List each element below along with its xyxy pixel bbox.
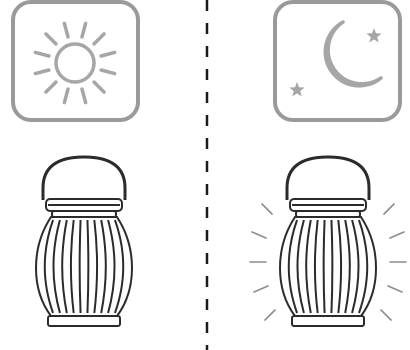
lantern-rib (352, 220, 358, 313)
day-icon-tile (13, 2, 138, 120)
glow-ray (254, 286, 268, 292)
sun-ray (101, 52, 115, 56)
lantern-rib (289, 220, 297, 313)
lantern-rib (53, 220, 59, 313)
lantern-rib (115, 220, 123, 313)
moon-with-stars-icon (289, 22, 381, 97)
lantern-base (292, 316, 364, 326)
sun-ray (94, 34, 104, 44)
lantern-rib (338, 220, 341, 313)
lantern-rib (297, 220, 303, 313)
lantern-rib (315, 220, 318, 313)
glow-ray (265, 310, 275, 320)
lantern-base (48, 316, 120, 326)
lantern-handle (43, 157, 125, 200)
sun-ray (64, 23, 68, 37)
lantern-unlit (36, 157, 132, 326)
sun-ray (82, 23, 86, 37)
lantern-rib (80, 220, 81, 313)
night-icon-tile (275, 2, 400, 120)
lantern-rib (87, 220, 88, 313)
lantern-rib (101, 220, 106, 313)
glow-ray (390, 232, 404, 238)
night-icon-border (275, 2, 400, 120)
sun-ray (82, 89, 86, 103)
lantern-body (280, 217, 376, 316)
lantern-rib (306, 220, 311, 313)
lantern-rib (62, 220, 67, 313)
sun-ray (64, 89, 68, 103)
sun-ray (35, 52, 49, 56)
sun-rays (35, 23, 114, 102)
day-icon-border (13, 2, 138, 120)
sun-core (56, 44, 94, 82)
lantern-rib (331, 220, 332, 313)
star-icon-upper (366, 28, 381, 43)
sun-ray (46, 82, 56, 92)
lantern-rib (324, 220, 325, 313)
star-icon-lower (289, 82, 304, 97)
sun-ray (94, 82, 104, 92)
lantern-rib (359, 220, 367, 313)
sun-ray (46, 34, 56, 44)
lantern-glow-rays (250, 204, 406, 320)
sun-ray (35, 70, 49, 74)
lantern-rib (94, 220, 97, 313)
glow-ray (384, 204, 394, 214)
lantern-body (36, 217, 132, 316)
lantern-rib (345, 220, 350, 313)
lantern-ribs (289, 220, 367, 313)
lantern-ribs (45, 220, 123, 313)
lantern-lit (280, 157, 376, 326)
glow-ray (388, 286, 402, 292)
sun-ray (101, 70, 115, 74)
lantern-handle (287, 157, 369, 200)
lantern-rib (108, 220, 114, 313)
glow-ray (262, 204, 272, 214)
lantern-rib (71, 220, 74, 313)
glow-ray (252, 232, 266, 238)
glow-ray (381, 310, 391, 320)
sun-icon (35, 23, 114, 102)
lantern-rib (45, 220, 53, 313)
